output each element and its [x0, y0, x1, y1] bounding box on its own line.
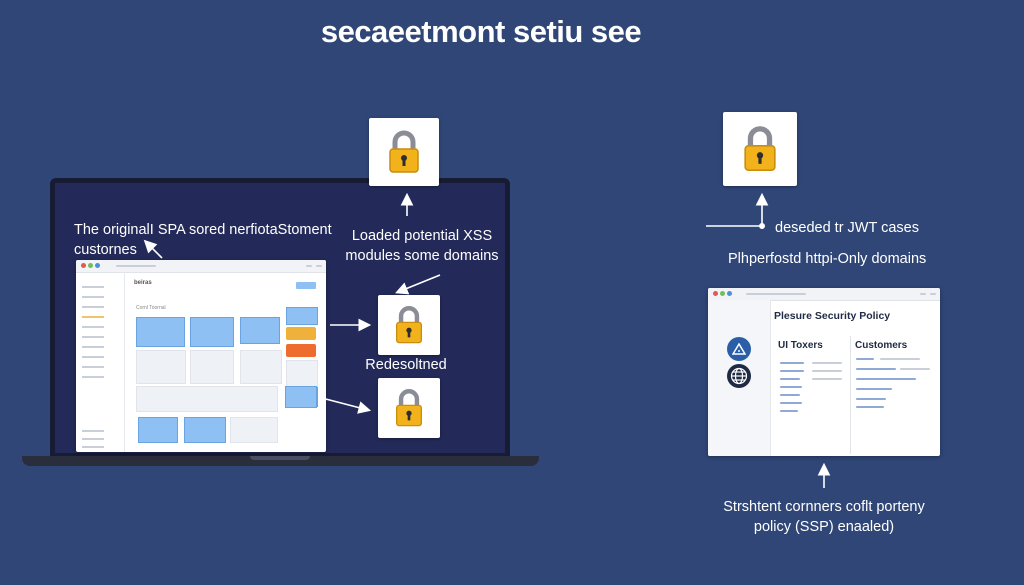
padlock-icon	[744, 126, 776, 171]
globe-icon	[727, 364, 751, 388]
loaded-xss-label: Loaded potential XSS modules some domain…	[345, 228, 499, 264]
lock-tile-top-center	[369, 118, 439, 186]
original-spa-label: The originalI SPA sored nerfiotaStoment …	[74, 222, 332, 258]
warning-triangle-icon	[727, 337, 751, 361]
spa-browser-toolbar	[76, 260, 326, 273]
spa-card-2	[190, 317, 234, 347]
padlock-icon	[395, 389, 423, 427]
policy-heading: Plesure Security Policy	[774, 310, 891, 322]
padlock-icon	[389, 130, 419, 173]
spa-section-label: Cornl Toornal	[136, 305, 166, 311]
padlock-icon	[395, 306, 423, 344]
column-divider	[850, 336, 851, 454]
spa-panel-1	[136, 350, 186, 384]
spa-card-3	[240, 317, 280, 344]
spa-tile-red	[286, 344, 316, 357]
col-title-ui-toxers: UI Toxers	[778, 340, 823, 351]
spa-panel-2	[190, 350, 234, 384]
spa-floating-card	[285, 386, 317, 408]
redesoltned-label: Redesoltned	[365, 357, 447, 373]
lock-tile-bottom	[378, 378, 440, 438]
spa-tile-orange	[286, 327, 316, 340]
laptop-base	[22, 456, 539, 466]
spa-card-1	[136, 317, 185, 347]
policy-browser-toolbar	[708, 288, 940, 301]
lock-tile-top-right	[723, 112, 797, 186]
spa-heading: beiras	[134, 280, 152, 286]
spa-card-6	[286, 307, 318, 325]
spa-panel-4	[136, 386, 278, 412]
spa-card-4	[138, 417, 178, 443]
spa-action-button[interactable]	[296, 282, 316, 289]
arrow-label-to-middle-lock	[395, 274, 441, 295]
jwt-cases-label: deseded tr JWT cases	[775, 220, 919, 236]
arrow-to-bottom-lock	[317, 396, 372, 414]
arrow-to-original-label	[143, 239, 163, 259]
spa-card-5	[184, 417, 226, 443]
spa-panel-3	[240, 350, 282, 384]
security-policy-window: Plesure Security Policy UI Toxers Custom…	[708, 288, 940, 456]
lock-tile-middle	[378, 295, 440, 355]
col-title-customers: Customers	[855, 340, 908, 351]
diagram-title: secaeetmont setiu see	[320, 14, 642, 49]
spa-panel-5	[230, 417, 278, 443]
httponly-label: Plhperfostd httpi-Only domains	[728, 251, 927, 267]
spa-browser-window: beiras Cornl Toornal	[76, 260, 326, 452]
spa-panel-6	[286, 360, 318, 388]
spa-sidebar	[76, 272, 125, 452]
laptop-notch	[250, 456, 310, 460]
csp-label: Strshtent cornners coflt porteny policy …	[723, 499, 925, 535]
